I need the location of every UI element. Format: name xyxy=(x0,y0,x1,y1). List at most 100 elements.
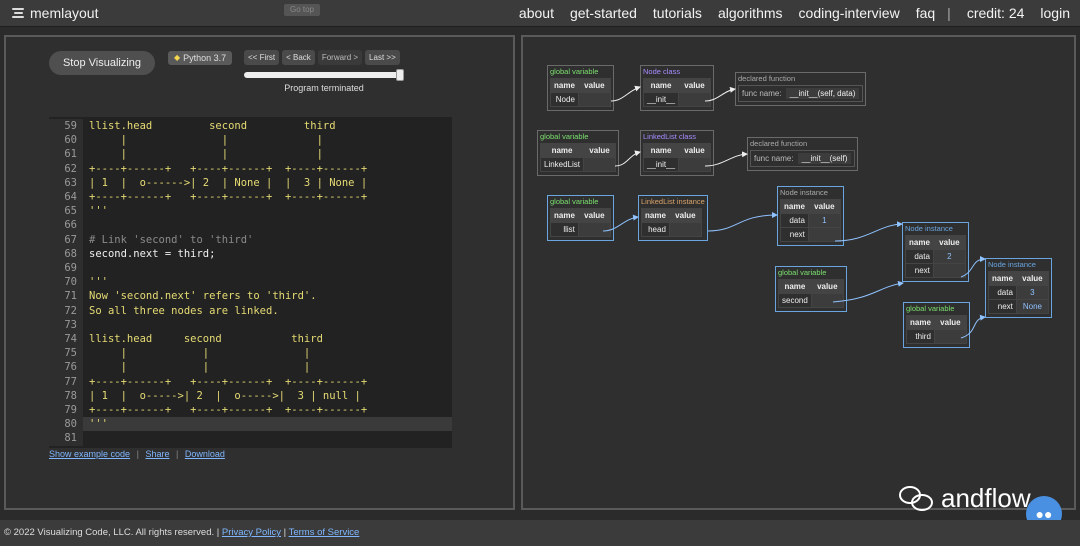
field-name: next xyxy=(780,227,809,242)
name-header: name xyxy=(988,271,1017,286)
line-number: 72 xyxy=(49,303,83,318)
line-number: 66 xyxy=(49,218,83,233)
wechat-icon xyxy=(899,485,935,512)
frame-label: global variable xyxy=(550,197,599,206)
code-text: +----+------+ +----+------+ +----+------… xyxy=(89,162,368,175)
nav-links: about get-started tutorials algorithms c… xyxy=(503,5,1070,21)
code-line: 64+----+------+ +----+------+ +----+----… xyxy=(49,190,452,205)
frame-label: Node class xyxy=(643,67,681,76)
back-step-button[interactable]: < Back xyxy=(282,50,315,65)
code-text: | 1 | o------>| 2 | None | | 3 | None | xyxy=(89,176,368,189)
line-number: 69 xyxy=(49,261,83,276)
code-line: 62+----+------+ +----+------+ +----+----… xyxy=(49,161,452,176)
code-line: 80''' xyxy=(49,417,452,432)
method-name: __init__ xyxy=(642,92,680,107)
data-value: 3 xyxy=(1015,285,1049,300)
line-number: 60 xyxy=(49,133,83,148)
pointer-cell xyxy=(668,222,702,237)
link-divider: | xyxy=(175,449,179,459)
brand[interactable]: memlayout xyxy=(12,5,98,21)
nav-link-faq[interactable]: faq xyxy=(915,5,936,21)
field-name: data xyxy=(988,285,1017,300)
line-number: 80 xyxy=(49,417,83,432)
code-text: +----+------+ +----+------+ +----+------… xyxy=(89,404,368,416)
frame-label: global variable xyxy=(540,132,589,141)
code-text: Now 'second.next' refers to 'third'. xyxy=(89,290,317,303)
stop-visualizing-button[interactable]: Stop Visualizing xyxy=(49,51,155,75)
nav-link-about[interactable]: about xyxy=(518,5,554,21)
frame-label: Node instance xyxy=(988,260,1036,269)
value-header: value xyxy=(678,78,712,93)
frame-label: declared function xyxy=(738,74,796,83)
nav-divider: | xyxy=(947,5,951,21)
field-name: head xyxy=(641,222,670,237)
step-slider-handle[interactable] xyxy=(396,69,404,81)
footer-divider: | xyxy=(216,527,222,538)
node-init-function-frame: declared function func name: __init__(se… xyxy=(735,72,867,106)
var-name: Node xyxy=(550,92,579,107)
code-text: # Link 'second' to 'third' xyxy=(89,233,254,246)
brand-logo-icon xyxy=(12,8,24,18)
name-header: name xyxy=(906,315,935,330)
nav-link-tutorials[interactable]: tutorials xyxy=(652,5,702,21)
code-line: 67# Link 'second' to 'third' xyxy=(49,232,452,247)
value-header: value xyxy=(577,78,611,93)
show-example-code-link[interactable]: Show example code xyxy=(49,449,131,459)
var-name: LinkedList xyxy=(539,157,585,172)
code-text: +----+------+ +----+------+ +----+------… xyxy=(89,375,368,388)
data-value: 1 xyxy=(807,213,841,228)
frame-label: global variable xyxy=(778,268,827,277)
code-text: ''' xyxy=(89,205,108,218)
frame-label: LinkedList class xyxy=(643,132,696,141)
name-header: name xyxy=(780,199,809,214)
code-line: 69 xyxy=(49,261,452,276)
python-version-label: Python 3.7 xyxy=(183,53,227,63)
line-number: 70 xyxy=(49,275,83,290)
value-header: value xyxy=(583,143,617,158)
python-icon: ◆ xyxy=(174,53,181,62)
watermark: andflow xyxy=(899,483,1031,514)
last-step-button[interactable]: Last >> xyxy=(365,50,400,65)
login-link[interactable]: login xyxy=(1040,5,1070,21)
none-value: None xyxy=(1015,299,1049,314)
forward-step-button[interactable]: Forward > xyxy=(317,50,363,65)
go-top-button[interactable]: Go top xyxy=(284,4,320,16)
pointer-cell xyxy=(932,263,966,278)
line-number: 75 xyxy=(49,346,83,361)
nav-link-coding-interview[interactable]: coding-interview xyxy=(798,5,900,21)
value-header: value xyxy=(933,315,967,330)
name-header: name xyxy=(641,208,670,223)
step-controls: << First < Back Forward > Last >> xyxy=(244,50,400,65)
chat-bubble-icon: ●● xyxy=(1035,506,1053,522)
name-header: name xyxy=(905,235,934,250)
func-signature-value: __init__(self, data) xyxy=(785,88,860,99)
share-link[interactable]: Share xyxy=(145,449,170,459)
step-slider[interactable] xyxy=(244,69,404,81)
field-name: next xyxy=(905,263,934,278)
code-line: 60 | | | xyxy=(49,133,452,148)
line-number: 64 xyxy=(49,190,83,205)
name-header: name xyxy=(642,78,680,93)
download-link[interactable]: Download xyxy=(184,449,225,459)
function-signature: func name: __init__(self) xyxy=(750,150,856,167)
code-line: 76 | | | xyxy=(49,360,452,375)
line-number: 61 xyxy=(49,147,83,162)
value-header: value xyxy=(807,199,841,214)
top-navbar: memlayout Go top about get-started tutor… xyxy=(0,0,1080,27)
pointer-cell xyxy=(807,227,841,242)
terms-of-service-link[interactable]: Terms of Service xyxy=(288,527,360,538)
footer-divider: | xyxy=(283,527,289,538)
nav-link-get-started[interactable]: get-started xyxy=(569,5,637,21)
nav-link-algorithms[interactable]: algorithms xyxy=(717,5,783,21)
privacy-policy-link[interactable]: Privacy Policy xyxy=(221,527,282,538)
first-step-button[interactable]: << First xyxy=(244,50,280,65)
